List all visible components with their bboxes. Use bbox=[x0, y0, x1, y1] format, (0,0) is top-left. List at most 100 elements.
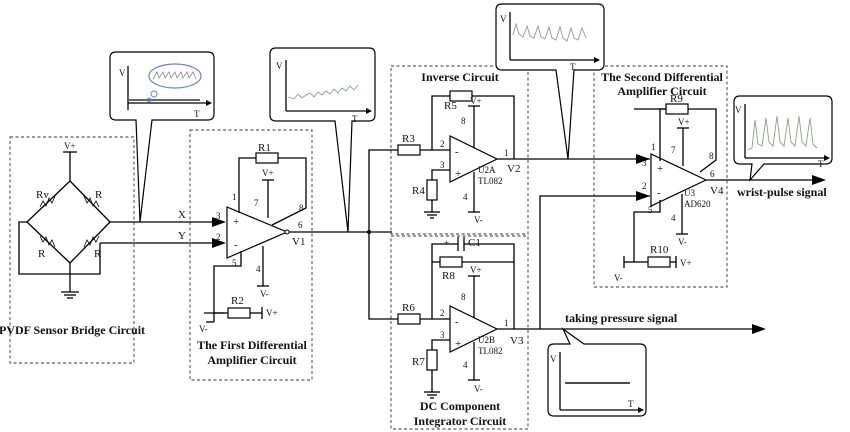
amp1-block-outline bbox=[189, 129, 313, 381]
svg-text:V-: V- bbox=[614, 273, 623, 283]
v3-label: V3 bbox=[510, 335, 524, 347]
bridge-vplus: V+ bbox=[64, 141, 76, 151]
svg-text:C1: C1 bbox=[468, 237, 481, 249]
svg-text:V: V bbox=[550, 354, 557, 364]
svg-text:3: 3 bbox=[440, 330, 445, 340]
r6-resistor bbox=[397, 313, 421, 325]
r8-resistor bbox=[439, 256, 463, 268]
inverse-block-outline bbox=[390, 65, 529, 235]
svg-text:7: 7 bbox=[254, 198, 259, 208]
amp1-title-line1: The First Differential bbox=[197, 338, 307, 352]
svg-text:+: + bbox=[455, 168, 461, 180]
svg-text:1: 1 bbox=[232, 192, 237, 202]
dc-title-line1: DC Component bbox=[420, 399, 500, 413]
svg-text:-: - bbox=[455, 316, 459, 328]
svg-text:-: - bbox=[455, 146, 459, 158]
taking-pressure-label: taking pressure signal bbox=[565, 311, 678, 325]
r-top-right-label: R bbox=[95, 189, 103, 201]
dc-title-line2: Integrator Circuit bbox=[414, 414, 507, 428]
svg-text:4: 4 bbox=[463, 360, 468, 370]
svg-text:8: 8 bbox=[299, 203, 304, 213]
r7-resistor bbox=[426, 349, 438, 371]
svg-text:R2: R2 bbox=[231, 295, 244, 307]
svg-text:6: 6 bbox=[710, 169, 715, 179]
svg-text:2: 2 bbox=[440, 139, 445, 149]
dc-block-outline bbox=[390, 235, 529, 430]
waveform-bubble-v2: V T bbox=[495, 3, 605, 160]
amp1-circuit: + - 3 2 6 V1 R1 1 8 V+ 7 V- 4 5 R2 V+ bbox=[197, 142, 392, 367]
r-bottom-right-label: R bbox=[94, 248, 102, 260]
svg-text:V-: V- bbox=[678, 237, 687, 247]
svg-text:3: 3 bbox=[216, 211, 221, 221]
svg-text:+: + bbox=[455, 338, 461, 350]
svg-text:R6: R6 bbox=[402, 302, 415, 314]
svg-text:1: 1 bbox=[651, 142, 656, 152]
amp2-title-line1: The Second Differential bbox=[601, 70, 723, 84]
rv-label: Rv bbox=[36, 189, 49, 201]
amp2-circuit: The Second Differential Amplifier Circui… bbox=[601, 70, 827, 283]
svg-text:V+: V+ bbox=[470, 265, 482, 275]
v2-label: V2 bbox=[507, 163, 520, 175]
svg-text:U2B: U2B bbox=[478, 335, 495, 345]
svg-text:1: 1 bbox=[504, 148, 509, 158]
svg-text:R5: R5 bbox=[444, 100, 457, 112]
r-bottom-left-label: R bbox=[38, 248, 46, 260]
x-label: X bbox=[178, 209, 186, 221]
svg-text:V: V bbox=[276, 61, 283, 71]
svg-text:5: 5 bbox=[232, 258, 237, 268]
svg-text:V-: V- bbox=[474, 215, 483, 225]
svg-text:T: T bbox=[628, 399, 634, 409]
svg-text:5: 5 bbox=[648, 205, 653, 215]
svg-text:R7: R7 bbox=[412, 356, 425, 368]
svg-text:V-: V- bbox=[260, 289, 269, 299]
svg-text:V+: V+ bbox=[262, 168, 274, 178]
svg-text:+: + bbox=[233, 216, 239, 228]
svg-text:2: 2 bbox=[642, 181, 647, 191]
svg-text:3: 3 bbox=[440, 160, 445, 170]
svg-text:V: V bbox=[119, 68, 126, 78]
svg-text:T: T bbox=[194, 109, 200, 119]
svg-text:T: T bbox=[570, 62, 576, 72]
svg-text:R3: R3 bbox=[402, 133, 415, 145]
amp2-title-line2: Amplifier Circuit bbox=[617, 84, 706, 98]
svg-text:R10: R10 bbox=[650, 244, 669, 256]
svg-text:8: 8 bbox=[461, 292, 466, 302]
svg-text:U3: U3 bbox=[684, 188, 695, 198]
svg-text:V+: V+ bbox=[678, 117, 690, 127]
y-label: Y bbox=[178, 230, 186, 242]
inverse-circuit: Inverse Circuit R3 - + 2 3 1 U2A TL082 R… bbox=[397, 70, 650, 225]
waveform-bubble-v1: V T bbox=[269, 47, 376, 233]
svg-text:V: V bbox=[735, 105, 742, 115]
u1-opamp bbox=[226, 206, 289, 259]
svg-text:8: 8 bbox=[709, 151, 714, 161]
svg-text:R8: R8 bbox=[442, 270, 455, 282]
svg-text:R4: R4 bbox=[412, 185, 425, 197]
bridge-title: PVDF Sensor Bridge Circuit bbox=[0, 323, 145, 337]
svg-text:T: T bbox=[818, 159, 824, 169]
svg-text:V+: V+ bbox=[470, 96, 482, 106]
svg-text:2: 2 bbox=[216, 232, 221, 242]
svg-text:4: 4 bbox=[256, 264, 261, 274]
svg-text:4: 4 bbox=[671, 213, 676, 223]
svg-text:-: - bbox=[657, 187, 661, 199]
dc-integrator-circuit: R6 - + 2 3 1 U2B TL082 + C1 R8 V+ 8 V- 4… bbox=[397, 237, 766, 428]
svg-text:TL082: TL082 bbox=[478, 346, 503, 356]
svg-text:V+: V+ bbox=[680, 258, 692, 268]
svg-text:1: 1 bbox=[504, 318, 509, 328]
svg-text:6: 6 bbox=[298, 220, 303, 230]
r3-resistor bbox=[397, 144, 421, 156]
r9-resistor bbox=[665, 103, 689, 115]
svg-text:+: + bbox=[444, 238, 449, 248]
svg-text:V-: V- bbox=[199, 324, 208, 334]
v1-label: V1 bbox=[292, 236, 305, 248]
svg-text:V+: V+ bbox=[266, 308, 278, 318]
u3-opamp bbox=[650, 153, 708, 207]
svg-text:V-: V- bbox=[474, 384, 483, 394]
r10-resistor bbox=[647, 256, 671, 268]
svg-text:2: 2 bbox=[440, 308, 445, 318]
waveform-bubble-bridge: V T bbox=[109, 51, 215, 223]
svg-text:8: 8 bbox=[461, 116, 466, 126]
wrist-pulse-label: wrist-pulse signal bbox=[737, 185, 827, 199]
r4-resistor bbox=[426, 179, 438, 201]
